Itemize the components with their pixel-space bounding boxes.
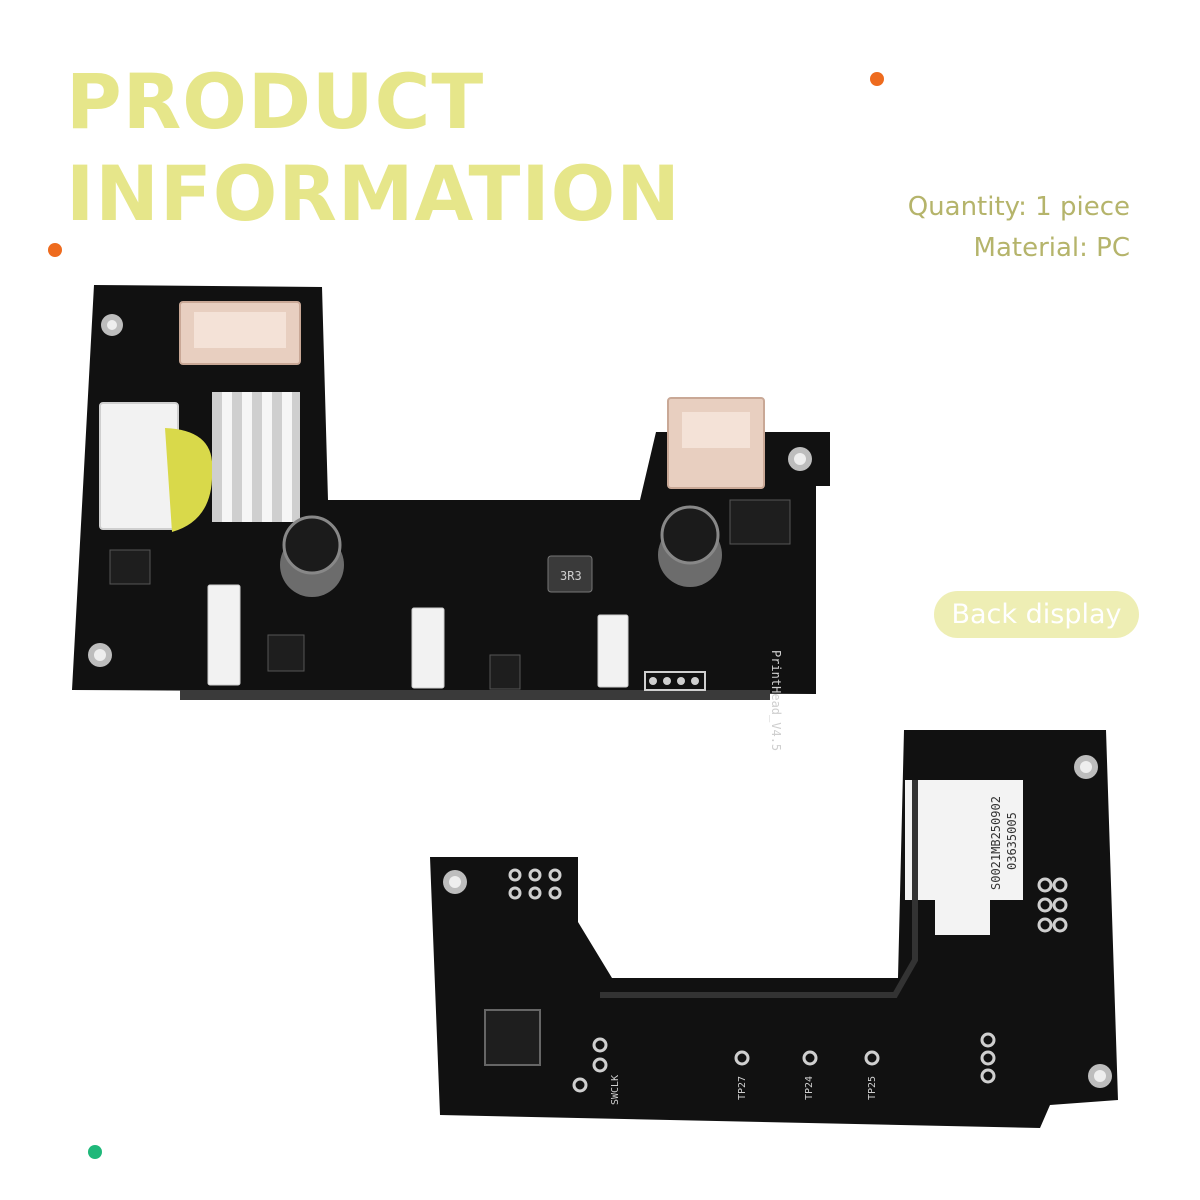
inductor-icon	[547, 555, 593, 593]
top-connector-icon	[194, 312, 286, 348]
back-silkscreen-label: TP27	[737, 1076, 748, 1100]
chip-icon	[729, 499, 791, 545]
capacitor-icon	[282, 515, 342, 575]
mounting-hole-icon	[107, 320, 117, 330]
chip-icon	[267, 634, 305, 672]
small-sticker	[935, 895, 990, 935]
headline-line-1: PRODUCT	[66, 57, 485, 146]
pcb-trace	[600, 780, 918, 998]
capacitor-icon	[660, 505, 720, 565]
glue-blob-icon	[165, 428, 213, 532]
serial-number-text: S0021MB250902	[989, 796, 1003, 890]
chip-icon	[109, 549, 151, 585]
serial-label-sticker	[905, 780, 1023, 900]
mounting-hole-icon	[1094, 1070, 1106, 1082]
front-silkscreen-label: PrintHead_V4.5	[769, 650, 783, 751]
green-dot-bottom-left	[88, 1145, 102, 1159]
orange-dot-left	[48, 243, 62, 257]
mounting-hole-icon	[94, 649, 106, 661]
chip-icon	[489, 654, 521, 690]
right-connector-icon	[682, 412, 750, 448]
small-connector-icon	[597, 614, 629, 688]
back-silkscreen-label: TP25	[867, 1076, 878, 1100]
front-pcb-board: PrintHead_V4.5 3R3	[72, 285, 830, 751]
serial-number-text: 03635005	[1005, 812, 1019, 870]
front-board-edge	[180, 690, 770, 700]
small-connector-icon	[411, 607, 445, 689]
page-headline: PRODUCT INFORMATION	[66, 56, 681, 240]
front-silkscreen-label: 3R3	[560, 569, 582, 583]
mounting-hole-icon	[794, 453, 806, 465]
quantity-spec: Quantity: 1 piece	[907, 192, 1130, 222]
back-silkscreen-label: TP24	[804, 1076, 815, 1100]
left-connector-icon	[99, 402, 179, 530]
back-display-badge: Back display	[934, 591, 1139, 638]
back-silkscreen-label: SWCLK	[610, 1075, 621, 1105]
front-board-shape	[72, 285, 830, 694]
microcontroller-chip-icon	[484, 1009, 541, 1066]
material-spec: Material: PC	[973, 233, 1130, 263]
mounting-hole-icon	[449, 876, 461, 888]
back-pcb-board: S0021MB250902 03635005 TP27 TP24 TP25 SW…	[430, 730, 1118, 1128]
small-connector-icon	[207, 584, 241, 686]
headline-line-2: INFORMATION	[66, 149, 681, 238]
mounting-hole-icon	[1080, 761, 1092, 773]
orange-dot-top-right	[870, 72, 884, 86]
